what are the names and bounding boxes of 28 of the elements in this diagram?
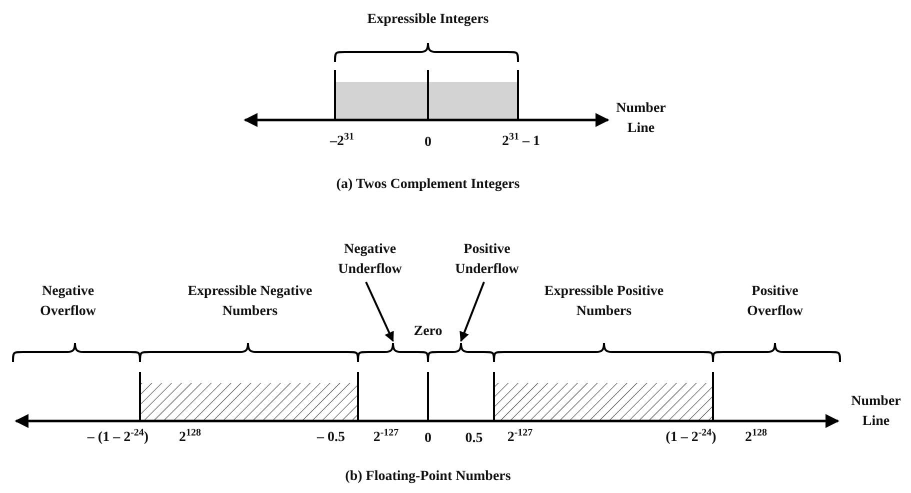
range-heading: Positive Underflow [442, 240, 532, 280]
tick-label: 2$^{-127}$ [373, 428, 399, 447]
range-heading: Negative Overflow [39, 283, 97, 321]
tick-label: 0 [424, 430, 432, 448]
tick-label: – 0.5 [317, 429, 345, 447]
leader-arrow [460, 282, 485, 342]
axis-label: Number Line [615, 100, 667, 138]
range-heading: Zero [414, 323, 442, 341]
axis-label: Number Line [850, 393, 902, 431]
range-heading: Positive Overflow [746, 283, 804, 321]
tick-label: 2$^{-127}$ [507, 428, 533, 447]
range-heading: Negative Underflow [325, 240, 415, 280]
tick-label: 2$^{128}$ [179, 428, 201, 447]
tick-label: 0.5 [465, 430, 483, 448]
figure-caption: (a) Twos Complement Integers [336, 176, 520, 194]
leader-arrow [365, 282, 394, 342]
tick-label: –2$^{31}$ [330, 132, 354, 151]
figure-caption: (b) Floating-Point Numbers [345, 468, 511, 486]
curly-brace [427, 342, 495, 362]
tick-label: 2$^{31}$ – 1 [502, 132, 540, 151]
tick-label: – (1 – 2$^{-24}$) [87, 428, 149, 447]
range-heading: Expressible Integers [367, 11, 489, 29]
tick-label: 0 [424, 134, 432, 152]
range-heading: Expressible Positive Numbers [543, 283, 665, 321]
curly-brace [357, 342, 429, 362]
range-heading: Expressible Negative Numbers [186, 283, 314, 321]
tick-label: (1 – 2$^{-24}$) [666, 428, 716, 447]
tick-label: 2$^{128}$ [745, 428, 767, 447]
